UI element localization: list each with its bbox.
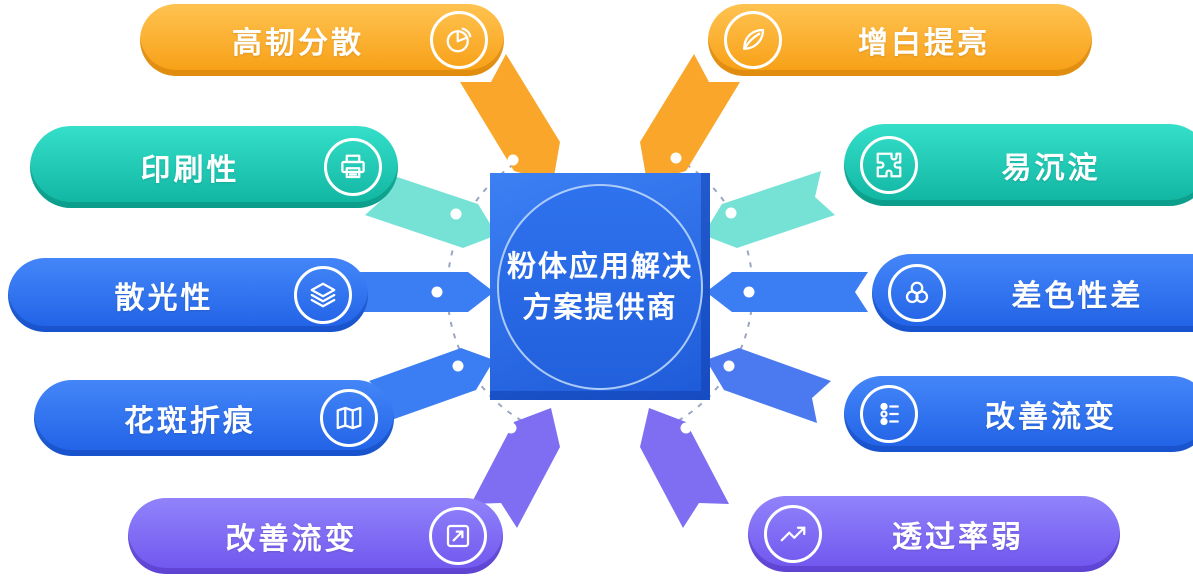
pill-label: 增白提亮 [858,26,990,61]
pill-label: 高韧分散 [232,26,364,61]
map-icon [320,389,378,447]
pill-easy-sedimentation: 易沉淀 [844,124,1193,206]
connector-dot [725,207,737,219]
leaf-icon [724,11,782,69]
arrow-top-left [460,54,560,182]
pill-low-transmittance: 透过率弱 [748,496,1120,572]
connector-dot [431,286,443,298]
arrow-bottom-left [471,408,560,528]
center-circle: 粉体应用解决 方案提供商 [497,183,703,390]
arrow-bottom-right [640,408,729,528]
center-title-line2: 方案提供商 [522,289,678,324]
connector-dot [723,360,735,372]
center-title: 粉体应用解决 方案提供商 [507,246,693,327]
pill-rheology-improvement-right: 改善流变 [844,376,1193,452]
layers-icon [294,266,352,324]
connector-dot [452,360,464,372]
center-node: 粉体应用解决 方案提供商 [490,173,710,400]
pill-mottle-crease: 花斑折痕 [34,380,394,456]
pill-label: 散光性 [114,281,214,316]
pill-label: 花斑折痕 [124,404,256,439]
pill-high-toughness-dispersion: 高韧分散 [140,4,504,76]
pill-light-scattering: 散光性 [8,258,368,332]
pill-label: 透过率弱 [892,520,1024,555]
arrow-upper-left [365,171,497,248]
pill-label: 改善流变 [985,400,1117,435]
puzzle-icon [860,136,918,194]
arrow-upper-right [703,171,835,248]
center-title-line1: 粉体应用解决 [506,248,693,283]
trend-line-icon [764,505,822,563]
color-circles-icon [888,264,946,322]
flow-list-icon [860,385,918,443]
pill-whitening-brightening: 增白提亮 [708,4,1092,76]
connector-dot [450,208,462,220]
connector-dot [743,286,755,298]
arrow-lower-right [706,348,831,423]
pill-rheology-improvement-left: 改善流变 [128,498,503,574]
arrow-top-right [640,54,740,182]
pill-label: 印刷性 [140,153,240,188]
pill-label: 改善流变 [225,522,358,557]
arrow-mid-right [706,272,868,312]
printer-icon [324,138,382,196]
pill-printability: 印刷性 [30,126,398,208]
trend-box-icon [429,507,487,565]
arrow-mid-left [332,272,494,312]
pie-chart-icon [430,11,488,69]
connector-dot [680,422,692,434]
pill-label: 易沉淀 [1001,151,1101,186]
pill-color-difference: 差色性差 [872,254,1193,332]
connector-dot [670,152,682,164]
connector-dot [507,154,519,166]
pill-label: 差色性差 [1011,279,1144,314]
connector-dot [505,422,517,434]
